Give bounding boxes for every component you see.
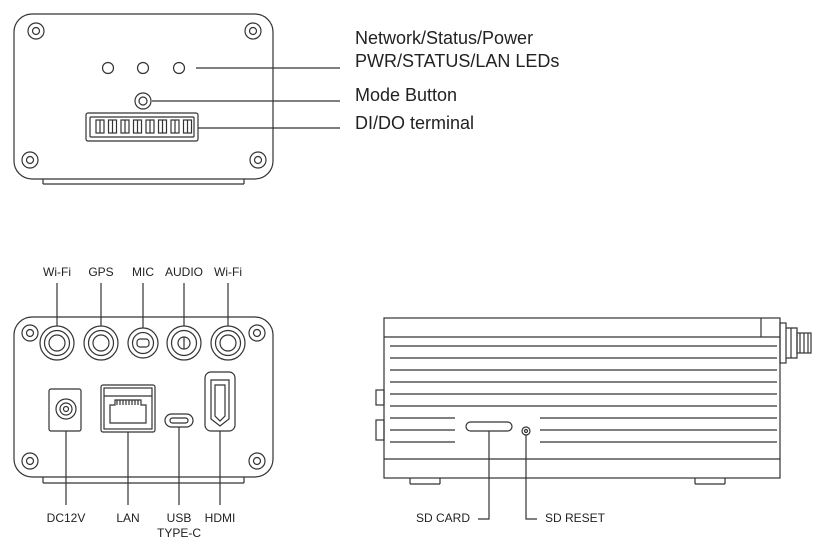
led-lan-icon — [172, 61, 186, 75]
label-hdmi: HDMI — [204, 511, 236, 525]
mode-button-icon — [134, 92, 152, 110]
side-panel — [375, 317, 812, 520]
hdmi-port-icon — [204, 371, 236, 432]
label-audio: AUDIO — [164, 265, 203, 279]
screw-icon — [249, 151, 267, 169]
screw-icon — [244, 22, 262, 40]
mic-jack-icon — [127, 327, 159, 359]
label-sd-reset: SD RESET — [545, 511, 606, 525]
screw-icon — [21, 452, 39, 470]
label-dc12v: DC12V — [46, 511, 86, 525]
lan-rj45-port-icon — [100, 384, 156, 433]
led-pwr-icon — [101, 61, 115, 75]
leader-line-sd-card — [478, 431, 490, 520]
side-panel-body — [383, 317, 781, 479]
label-lan: LAN — [116, 511, 140, 525]
dido-terminal-icon — [85, 112, 199, 142]
screw-icon — [21, 324, 39, 342]
leader-line-sd-reset — [525, 435, 537, 520]
sd-reset-button-icon — [521, 426, 531, 436]
callout-mode-button: Mode Button — [355, 85, 458, 105]
usb-type-c-port-icon — [164, 413, 194, 428]
callout-dido-terminal: DI/DO terminal — [355, 113, 475, 133]
lan-pins — [116, 400, 139, 405]
callout-leds-line2: PWR/STATUS/LAN LEDs — [355, 51, 560, 71]
label-usb-type-c: TYPE-C — [156, 526, 201, 540]
dc12v-jack-icon — [48, 388, 82, 432]
screw-icon — [21, 151, 39, 169]
label-mic: MIC — [132, 265, 154, 279]
label-usb: USB — [166, 511, 192, 525]
label-wifi-left: Wi-Fi — [43, 265, 71, 279]
screw-icon — [248, 452, 266, 470]
terminal-pins — [95, 119, 193, 134]
side-antenna-connector-icon — [779, 322, 812, 364]
label-wifi-right: Wi-Fi — [214, 265, 242, 279]
gps-antenna-connector-icon — [83, 325, 119, 361]
wifi-antenna-connector-icon — [39, 325, 75, 361]
label-gps: GPS — [88, 265, 114, 279]
led-status-icon — [136, 61, 150, 75]
cooling-fins — [390, 345, 777, 443]
front-panel-body — [13, 316, 274, 478]
wifi-antenna-connector-icon — [210, 325, 246, 361]
top-panel-body — [13, 13, 274, 180]
top-panel — [13, 13, 340, 185]
audio-jack-icon — [166, 325, 202, 361]
callout-leds-line1: Network/Status/Power — [355, 28, 534, 48]
screw-icon — [27, 22, 45, 40]
screw-icon — [248, 324, 266, 342]
sd-card-slot-icon — [465, 421, 513, 432]
label-sd-card: SD CARD — [416, 511, 471, 525]
front-panel — [13, 283, 274, 505]
